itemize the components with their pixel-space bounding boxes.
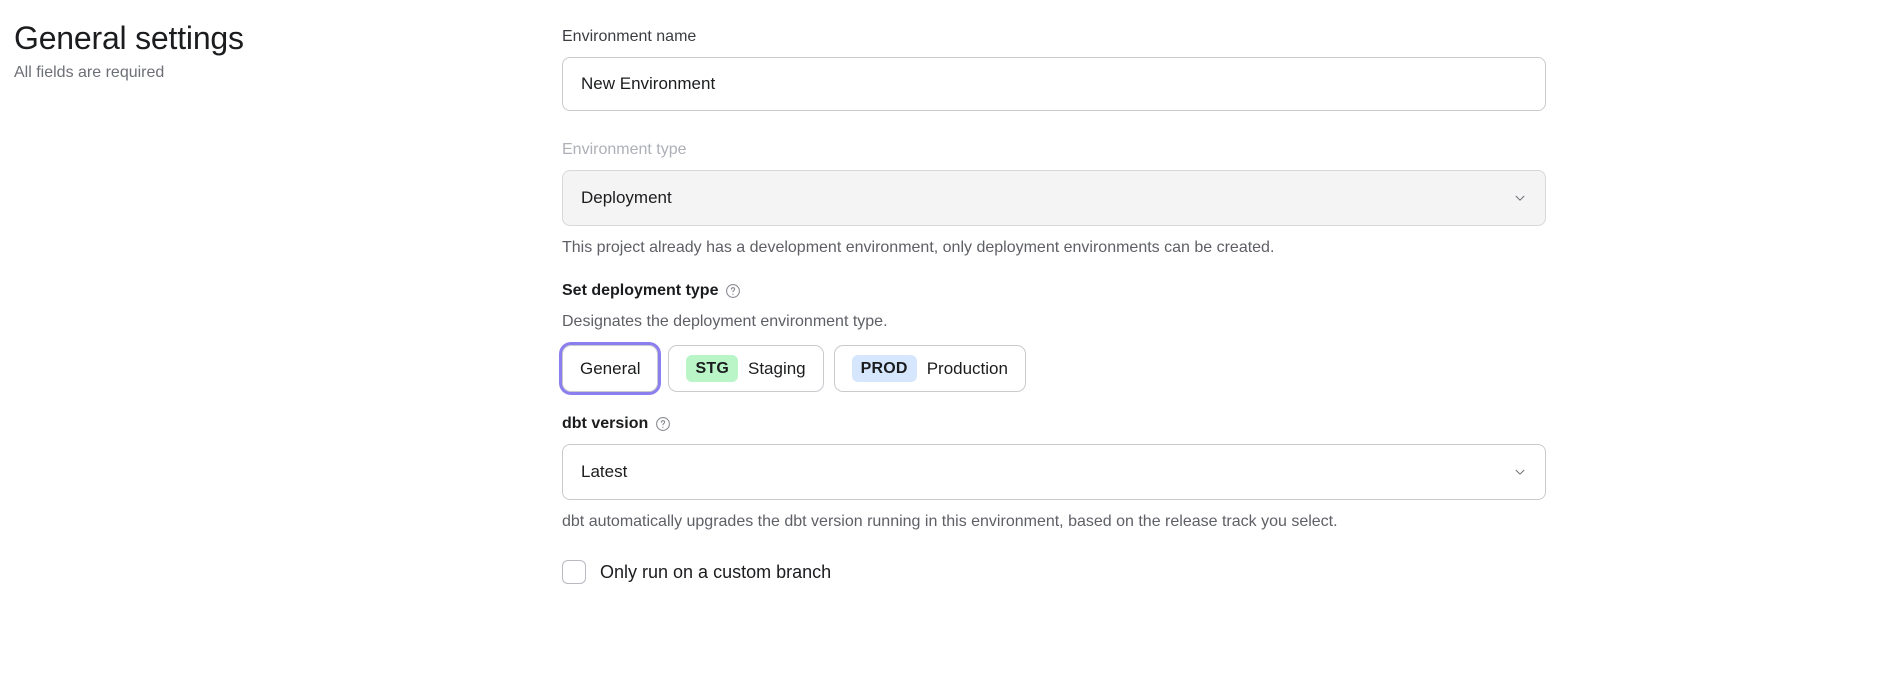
- deployment-type-label: Set deployment type: [562, 282, 719, 299]
- environment-name-label: Environment name: [562, 28, 697, 45]
- page-subtitle: All fields are required: [14, 64, 165, 81]
- dbt-version-label-row: dbt version: [562, 413, 1546, 435]
- custom-branch-label[interactable]: Only run on a custom branch: [600, 562, 832, 582]
- deployment-type-option-group: General STG Staging PROD Production: [562, 345, 1546, 392]
- deployment-type-description: Designates the deployment environment ty…: [562, 313, 888, 330]
- settings-form: Environment name Environment type Deploy…: [562, 0, 1562, 584]
- custom-branch-checkbox[interactable]: [562, 560, 586, 584]
- chevron-down-icon: [1513, 465, 1527, 479]
- environment-type-label: Environment type: [562, 141, 687, 158]
- settings-header-column: General settings All fields are required: [0, 0, 562, 84]
- chevron-down-icon: [1513, 191, 1527, 205]
- deployment-type-option-general[interactable]: General: [562, 345, 659, 392]
- dbt-version-helper-text: dbt automatically upgrades the dbt versi…: [562, 513, 1338, 530]
- environment-name-field: Environment name: [562, 26, 1546, 111]
- deployment-type-label-row: Set deployment type: [562, 280, 1546, 302]
- spacer: [562, 259, 1546, 280]
- dbt-version-field: dbt version Latest dbt automatica: [562, 413, 1546, 533]
- question-circle-icon[interactable]: [655, 416, 671, 432]
- deployment-type-option-production-label: Production: [926, 358, 1008, 378]
- environment-type-value: Deployment: [581, 188, 672, 207]
- environment-type-select[interactable]: Deployment: [562, 170, 1546, 226]
- dbt-version-value: Latest: [581, 462, 628, 481]
- environment-name-input[interactable]: [562, 57, 1546, 111]
- deployment-type-option-staging[interactable]: STG Staging: [668, 345, 824, 392]
- staging-badge: STG: [686, 355, 738, 382]
- deployment-type-option-production[interactable]: PROD Production: [833, 345, 1026, 392]
- deployment-type-field: Set deployment type Designates the deplo…: [562, 280, 1546, 392]
- environment-type-helper-text: This project already has a development e…: [562, 239, 1275, 256]
- dbt-version-label: dbt version: [562, 415, 649, 432]
- spacer: [562, 111, 1546, 139]
- deployment-type-option-general-label: General: [580, 358, 641, 378]
- spacer: [562, 392, 1546, 413]
- question-circle-icon[interactable]: [725, 283, 741, 299]
- production-badge: PROD: [851, 355, 917, 382]
- environment-type-field: Environment type Deployment This project…: [562, 139, 1546, 259]
- page-title: General settings: [14, 20, 244, 56]
- dbt-version-select[interactable]: Latest: [562, 444, 1546, 500]
- custom-branch-row: Only run on a custom branch: [562, 560, 1546, 584]
- deployment-type-option-staging-label: Staging: [747, 358, 806, 378]
